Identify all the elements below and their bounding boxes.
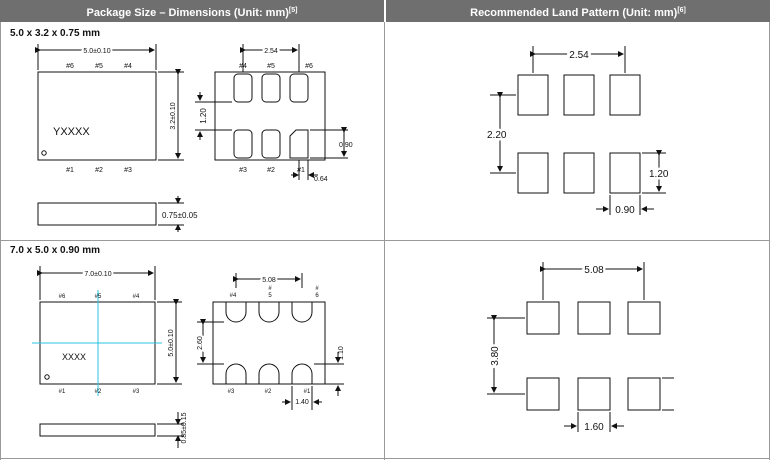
- pkg1-bottom-pin-3: #3: [239, 167, 247, 174]
- right-header-title: Recommended Land Pattern (Unit: mm): [470, 7, 678, 19]
- pkg1-bottom-pin-6: #6: [305, 63, 313, 70]
- pkg2-height-dim: 5.0±0.10: [168, 329, 175, 356]
- pkg2-bottom-pin-3: #3: [228, 389, 235, 395]
- package-2-title: 7.0 x 5.0 x 0.90 mm: [10, 245, 101, 256]
- pkg1-marking: YXXXX: [53, 126, 90, 138]
- pkg2-top-view: [32, 266, 182, 396]
- pkg2-pin-6: #6: [59, 294, 66, 300]
- pkg1-pad-w-dim: 0.64: [314, 176, 328, 183]
- pkg1-land-pad-w: 0.90: [615, 205, 635, 216]
- pkg2-pin-2: #2: [95, 389, 102, 395]
- pkg2-thickness-dim: 0.85±0.15: [181, 412, 188, 443]
- table-border-bottom: [0, 458, 770, 459]
- package-1-title: 5.0 x 3.2 x 0.75 mm: [10, 28, 101, 39]
- pkg1-pin-3: #3: [124, 167, 132, 174]
- pkg1-land-pad-h: 1.20: [649, 169, 669, 180]
- table-border-left: [0, 22, 1, 460]
- pkg1-pin-6: #6: [66, 63, 74, 70]
- pkg1-pad-gap-dim: 1.20: [199, 108, 208, 124]
- pkg2-bottom-pin-1: #1: [304, 389, 311, 395]
- pkg2-inner-dim: 2.60: [197, 336, 204, 350]
- pkg2-bottom-pin-6a: #: [315, 286, 319, 292]
- pkg2-bottom-pin-4: #4: [230, 293, 237, 299]
- table-column-divider: [384, 22, 385, 460]
- pkg2-marking: XXXX: [62, 352, 86, 362]
- pkg2-pin-1: #1: [59, 389, 66, 395]
- pkg2-land-pad-w: 1.60: [584, 422, 604, 433]
- pkg1-pin-1: #1: [66, 167, 74, 174]
- pkg1-thickness-dim: 0.75±0.05: [162, 211, 198, 220]
- pkg2-bottom-pin-5b: 5: [268, 293, 272, 299]
- pkg1-bottom-pin-4: #4: [239, 63, 247, 70]
- pkg1-land-pattern: [490, 46, 666, 215]
- pkg1-land-row: 2.20: [487, 130, 507, 141]
- pkg2-land-pattern: [487, 262, 674, 432]
- pkg1-bottom-pin-2: #2: [267, 167, 275, 174]
- pkg2-bottom-pin-6b: 6: [315, 293, 319, 299]
- pkg2-pad-h-dim: 1.10: [338, 346, 345, 360]
- pkg2-pin-4: #4: [133, 294, 140, 300]
- pkg2-width-dim: 7.0±0.10: [84, 271, 111, 278]
- pkg2-land-row: 3.80: [490, 346, 501, 366]
- pkg2-bottom-pin-2: #2: [265, 389, 272, 395]
- pkg1-width-dim: 5.0±0.10: [83, 48, 110, 55]
- pkg2-pad-w-dim: 1.40: [295, 399, 309, 406]
- table-row-divider: [0, 240, 770, 241]
- pkg2-pin-3: #3: [133, 389, 140, 395]
- left-header-title: Package Size – Dimensions (Unit: mm): [86, 7, 289, 19]
- pkg1-bottom-view: [195, 44, 348, 180]
- pkg1-land-pitch: 2.54: [569, 50, 589, 61]
- pkg2-pin-5: #5: [95, 294, 102, 300]
- right-column-header: Recommended Land Pattern (Unit: mm)[6]: [386, 0, 770, 22]
- pkg2-land-pitch: 5.08: [584, 265, 604, 276]
- pkg1-pin-4: #4: [124, 63, 132, 70]
- pkg1-pin-2: #2: [95, 167, 103, 174]
- pkg2-bottom-view: [197, 273, 344, 410]
- pkg1-bottom-pin-1: #1: [297, 167, 305, 174]
- pkg2-pitch-dim: 5.08: [262, 277, 276, 284]
- pkg1-side-view: [37, 196, 184, 232]
- pkg1-pitch-dim: 2.54: [264, 48, 278, 55]
- pkg1-height-dim: 3.2±0.10: [170, 102, 177, 129]
- pkg2-bottom-pin-5a: #: [268, 286, 272, 292]
- pkg1-bottom-pin-5: #5: [267, 63, 275, 70]
- left-column-header: Package Size – Dimensions (Unit: mm)[5]: [0, 0, 384, 22]
- pkg1-pad-len-dim: 0.90: [339, 142, 353, 149]
- left-header-ref: [5]: [288, 7, 298, 14]
- right-header-ref: [6]: [677, 7, 686, 14]
- pkg2-side-view: [39, 412, 184, 448]
- pkg1-pin-5: #5: [95, 63, 103, 70]
- pkg1-top-view: [35, 44, 184, 161]
